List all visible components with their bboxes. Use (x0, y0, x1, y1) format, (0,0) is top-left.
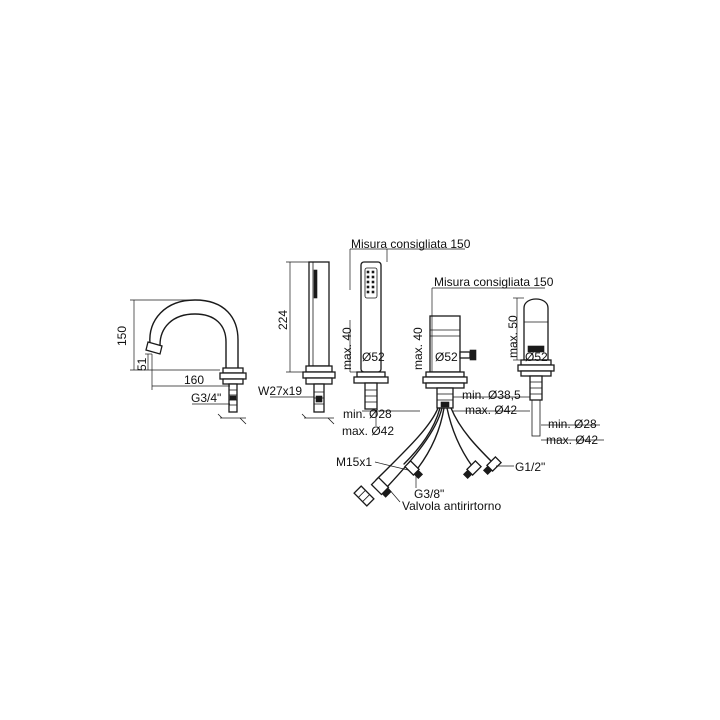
mixer-recommended-label: Misura consigliata 150 (434, 275, 554, 289)
diverter-diameter-label: Ø52 (362, 350, 385, 364)
mixer-dimensions (374, 287, 545, 503)
handle-drawing (517, 298, 555, 437)
diverter-maxd-label: max. Ø42 (342, 424, 394, 438)
mixer-max-label: max. 40 (411, 327, 425, 370)
mixer-connector-label: G3/8" (414, 487, 444, 501)
diverter-max-label: max. 40 (340, 327, 354, 370)
spout-outlet-height-label: 51 (135, 357, 149, 371)
diverter-drawing (353, 261, 389, 410)
check-valve-label: Valvola antirirtorno (402, 499, 501, 513)
spout-thread-label: G3/4" (191, 391, 221, 405)
mixer-drawing (353, 315, 502, 507)
mixer-diameter-label: Ø52 (435, 350, 458, 364)
holder-length-label: 224 (276, 310, 290, 330)
spout-height-label: 150 (115, 326, 129, 346)
spout-dimensions (130, 299, 230, 405)
handle-max-label: max. 50 (506, 315, 520, 358)
diverter-recommended-label: Misura consigliata 150 (351, 237, 471, 251)
holder-drawing (301, 261, 336, 425)
handle-maxd-label: max. Ø42 (546, 433, 598, 447)
diverter-min-label: min. Ø28 (343, 407, 392, 421)
spout-projection-label: 160 (184, 373, 204, 387)
diverter-dimensions (349, 248, 465, 426)
mixer-min-label: min. Ø38,5 (462, 388, 521, 402)
mixer-supply-label: G1/2" (515, 460, 545, 474)
handle-diameter-label: Ø52 (525, 350, 548, 364)
handle-min-label: min. Ø28 (548, 417, 597, 431)
holder-section-label: W27x19 (258, 384, 302, 398)
handle-dimensions (513, 297, 604, 441)
mixer-maxd-label: max. Ø42 (465, 403, 517, 417)
mixer-hose-thread-label: M15x1 (336, 455, 372, 469)
holder-dimensions (270, 261, 314, 398)
spout-drawing (145, 299, 247, 425)
